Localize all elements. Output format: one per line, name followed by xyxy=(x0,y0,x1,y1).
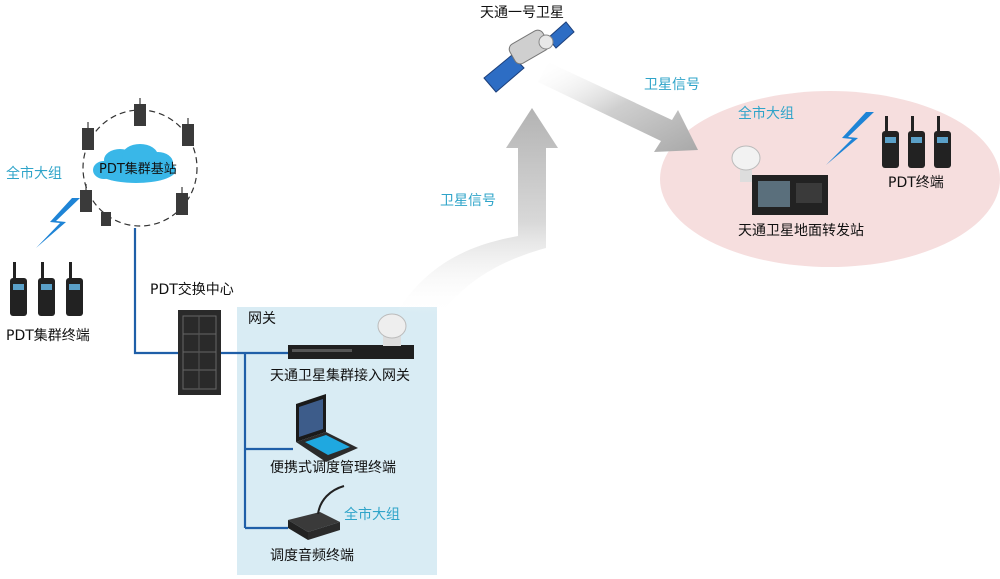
citywide-group-gateway-label: 全市大组 xyxy=(344,507,400,523)
audio-terminal-icon xyxy=(288,485,345,540)
pdt-base-station-label: PDT集群基站 xyxy=(99,162,177,177)
satellite-signal-left-label: 卫星信号 xyxy=(440,193,496,209)
lightning-right-icon xyxy=(826,112,874,165)
base-station-tower-icon xyxy=(80,104,194,226)
satellite-gateway-icon xyxy=(288,313,414,359)
satellite-signal-arrow-down xyxy=(538,62,698,152)
pdt-terminals-left-label: PDT集群终端 xyxy=(6,328,90,344)
connection-lines xyxy=(133,228,293,530)
satellite-label: 天通一号卫星 xyxy=(480,5,564,21)
ground-station-zone xyxy=(660,91,1000,267)
gateway-box-label: 网关 xyxy=(248,311,276,327)
satellite-signal-arrow-up xyxy=(398,108,558,315)
satellite-icon xyxy=(483,21,575,93)
switch-cabinet-icon xyxy=(178,310,221,395)
audio-dispatch-label: 调度音频终端 xyxy=(270,548,354,564)
lightning-left-icon xyxy=(36,198,80,248)
ground-station-label: 天通卫星地面转发站 xyxy=(738,223,864,239)
pdt-terminals-right-label: PDT终端 xyxy=(888,175,944,191)
ground-station-icon xyxy=(731,145,828,215)
satellite-gateway-label: 天通卫星集群接入网关 xyxy=(270,368,410,384)
citywide-group-right-label: 全市大组 xyxy=(738,106,794,122)
portable-dispatch-label: 便携式调度管理终端 xyxy=(270,460,396,476)
laptop-icon xyxy=(296,394,358,462)
pdt-switch-center-label: PDT交换中心 xyxy=(150,282,234,298)
citywide-group-left-label: 全市大组 xyxy=(6,166,62,182)
cloud-icon xyxy=(93,144,176,183)
satellite-signal-right-label: 卫星信号 xyxy=(644,77,700,93)
